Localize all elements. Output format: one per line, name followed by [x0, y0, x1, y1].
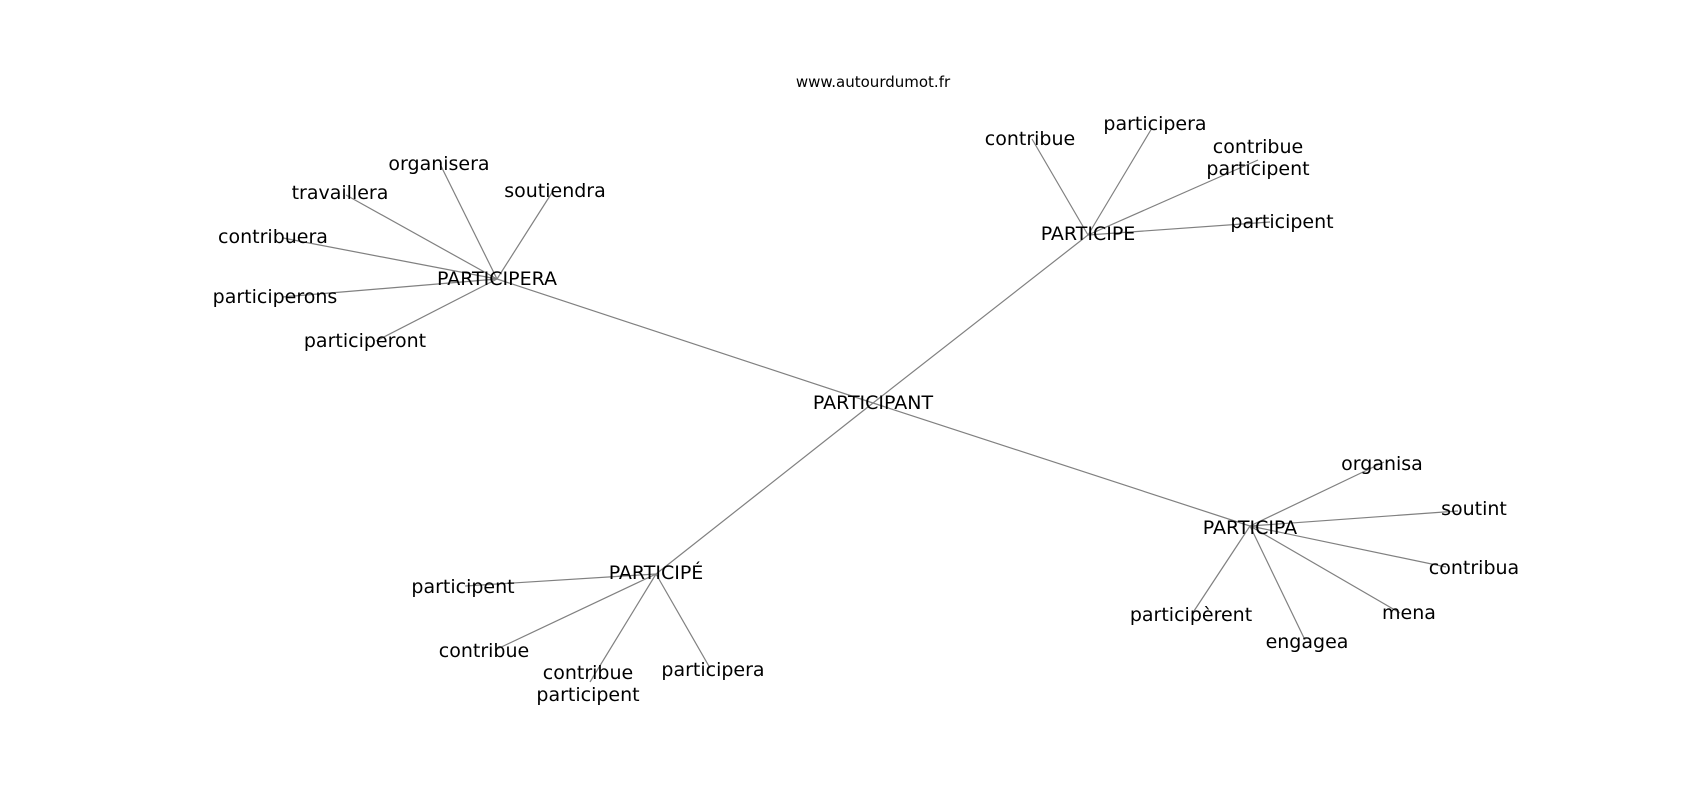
leaf-pa-contribue-participent-label-line-2: participent: [536, 684, 639, 706]
hub-participe-accent-label: PARTICIPÉ: [609, 561, 704, 584]
edge-hub-participera-upper-to-leaf-participerons: [281, 278, 498, 298]
leaf-soutiendra-label: soutiendra: [504, 180, 606, 202]
leaf-pa-participent-label: participent: [411, 576, 514, 598]
leaf-soutint-label: soutint: [1441, 498, 1507, 520]
leaf-participeront-label: participeront: [304, 330, 426, 352]
edge-hub-participe-to-leaf-pe-participent: [1087, 221, 1271, 236]
leaf-pa-contribue-participent-label-line-1: contribue: [543, 662, 633, 684]
leaf-organisera-label: organisera: [388, 153, 489, 175]
leaf-organisa-label: organisa: [1341, 453, 1423, 475]
edge-hub-participe-to-leaf-pe-participera: [1087, 127, 1153, 236]
edge-center-to-hub-participe-accent: [655, 402, 874, 575]
edge-hub-participera-upper-to-leaf-organisera: [439, 163, 498, 280]
edges-layer: [281, 127, 1459, 683]
leaf-pe-contribue-label: contribue: [985, 128, 1075, 150]
edge-hub-participera-upper-to-leaf-travaillera: [345, 194, 498, 280]
leaf-pe-participera-label: participera: [1103, 113, 1206, 135]
leaf-pa-participera-label: participera: [661, 659, 764, 681]
edge-hub-participa-to-leaf-participerent: [1191, 525, 1251, 615]
edge-center-to-hub-participera-upper: [496, 278, 874, 404]
edge-hub-participe-accent-to-leaf-pa-contribue-participent: [589, 573, 657, 683]
leaf-participerent-label: participèrent: [1130, 604, 1252, 626]
leaf-mena-label: mena: [1382, 602, 1436, 624]
edge-hub-participa-to-leaf-mena: [1249, 525, 1401, 614]
edge-hub-participera-upper-to-leaf-soutiendra: [496, 190, 554, 280]
leaf-contribua-label: contribua: [1429, 557, 1519, 579]
edge-hub-participera-upper-to-leaf-participeront: [375, 278, 498, 342]
hub-participe-label: PARTICIPE: [1041, 223, 1136, 245]
watermark: www.autourdumot.fr: [796, 73, 951, 91]
edge-hub-participa-to-leaf-organisa: [1249, 461, 1385, 527]
center-node-label: PARTICIPANT: [813, 392, 934, 414]
edge-hub-participe-accent-to-leaf-pa-contribue: [494, 573, 657, 651]
edge-center-to-hub-participe: [872, 234, 1089, 404]
edge-hub-participe-to-leaf-pe-contribue: [1031, 138, 1089, 236]
edge-hub-participa-to-leaf-engagea: [1249, 525, 1306, 641]
edge-hub-participa-to-leaf-contribua: [1249, 525, 1447, 568]
leaf-pe-contribue-participent-label-line-2: participent: [1206, 158, 1309, 180]
labels-layer: PARTICIPANT PARTICIPERA organisera soutiend…: [213, 113, 1520, 706]
leaf-pe-participent-label: participent: [1230, 211, 1333, 233]
leaf-participerons-label: participerons: [213, 286, 338, 308]
edge-hub-participera-upper-to-leaf-contribuera: [282, 237, 498, 280]
hub-participa-label: PARTICIPA: [1203, 517, 1297, 539]
edge-hub-participe-to-leaf-pe-contribue-participent: [1087, 159, 1259, 236]
leaf-travaillera-label: travaillera: [292, 182, 389, 204]
hub-participera-upper-label: PARTICIPERA: [437, 268, 557, 290]
leaf-pa-contribue-label: contribue: [439, 640, 529, 662]
leaf-contribuera-label: contribuera: [218, 226, 328, 248]
edge-hub-participe-accent-to-leaf-pa-participera: [655, 573, 711, 669]
edge-center-to-hub-participa: [872, 402, 1251, 527]
leaf-pe-contribue-participent-label-line-1: contribue: [1213, 136, 1303, 158]
edge-hub-participe-accent-to-leaf-pa-participent: [464, 573, 657, 587]
leaf-engagea-label: engagea: [1266, 631, 1349, 653]
edge-hub-participa-to-leaf-soutint: [1249, 510, 1459, 527]
